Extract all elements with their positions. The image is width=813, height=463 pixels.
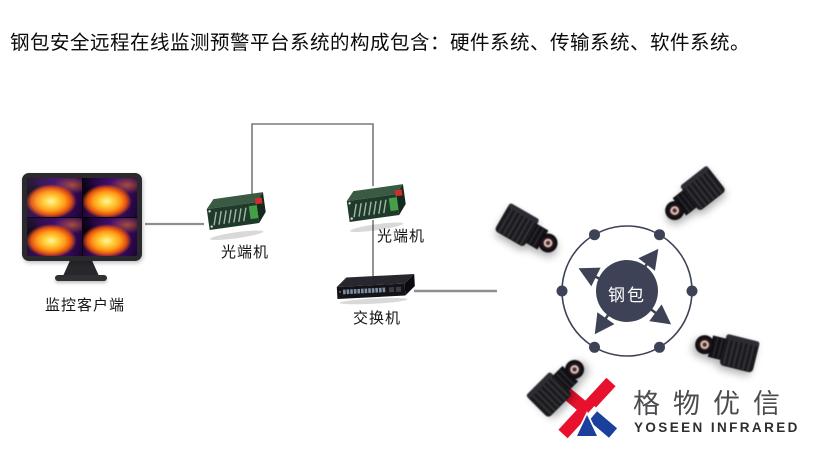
thermal-view-2: [82, 178, 137, 217]
vent-slats: [213, 207, 247, 226]
optical-transceiver-right: [346, 184, 406, 233]
thermal-camera-top-left: [495, 203, 558, 253]
thermal-view-3: [27, 217, 82, 256]
outward-arrows: [578, 248, 672, 335]
logo-name-cn: 格物优信: [633, 389, 793, 419]
terminal-block: [388, 197, 399, 212]
thermal-camera-bottom-left: [526, 359, 585, 417]
terminal-block: [248, 205, 259, 220]
monitor: [22, 173, 142, 261]
ethernet-switch: [336, 273, 415, 305]
monitor-base: [55, 275, 107, 281]
thermal-view-4: [82, 217, 137, 256]
thermal-view-1: [27, 178, 82, 217]
ladle-center-circle: [596, 260, 658, 322]
ladle-ring: [556, 225, 698, 357]
fiber-connector: [254, 197, 263, 205]
transceiver-right-label: 光端机: [376, 228, 425, 245]
monitor-stand: [63, 260, 99, 276]
thermal-camera-right: [695, 334, 760, 373]
ladle-label: 钢包: [608, 286, 646, 305]
wire-transceiver-to-transceiver: [251, 123, 374, 202]
thermal-camera-top-right: [665, 166, 725, 221]
vent-slats: [353, 199, 387, 218]
switch-ports: [342, 287, 386, 295]
logo-name-en: YOSEEN INFRARED: [634, 420, 800, 435]
monitor-label: 监控客户端: [44, 297, 125, 314]
page-title: 钢包安全远程在线监测预警平台系统的构成包含：硬件系统、传输系统、软件系统。: [10, 32, 751, 54]
monitor-screen: [27, 178, 137, 256]
optical-transceiver-left: [206, 192, 266, 241]
switch-label: 交换机: [352, 310, 401, 327]
yoseen-logo-icon: [556, 378, 618, 440]
ring-dots: [556, 229, 698, 353]
fiber-connector: [394, 189, 403, 197]
transceiver-left-label: 光端机: [220, 244, 269, 261]
